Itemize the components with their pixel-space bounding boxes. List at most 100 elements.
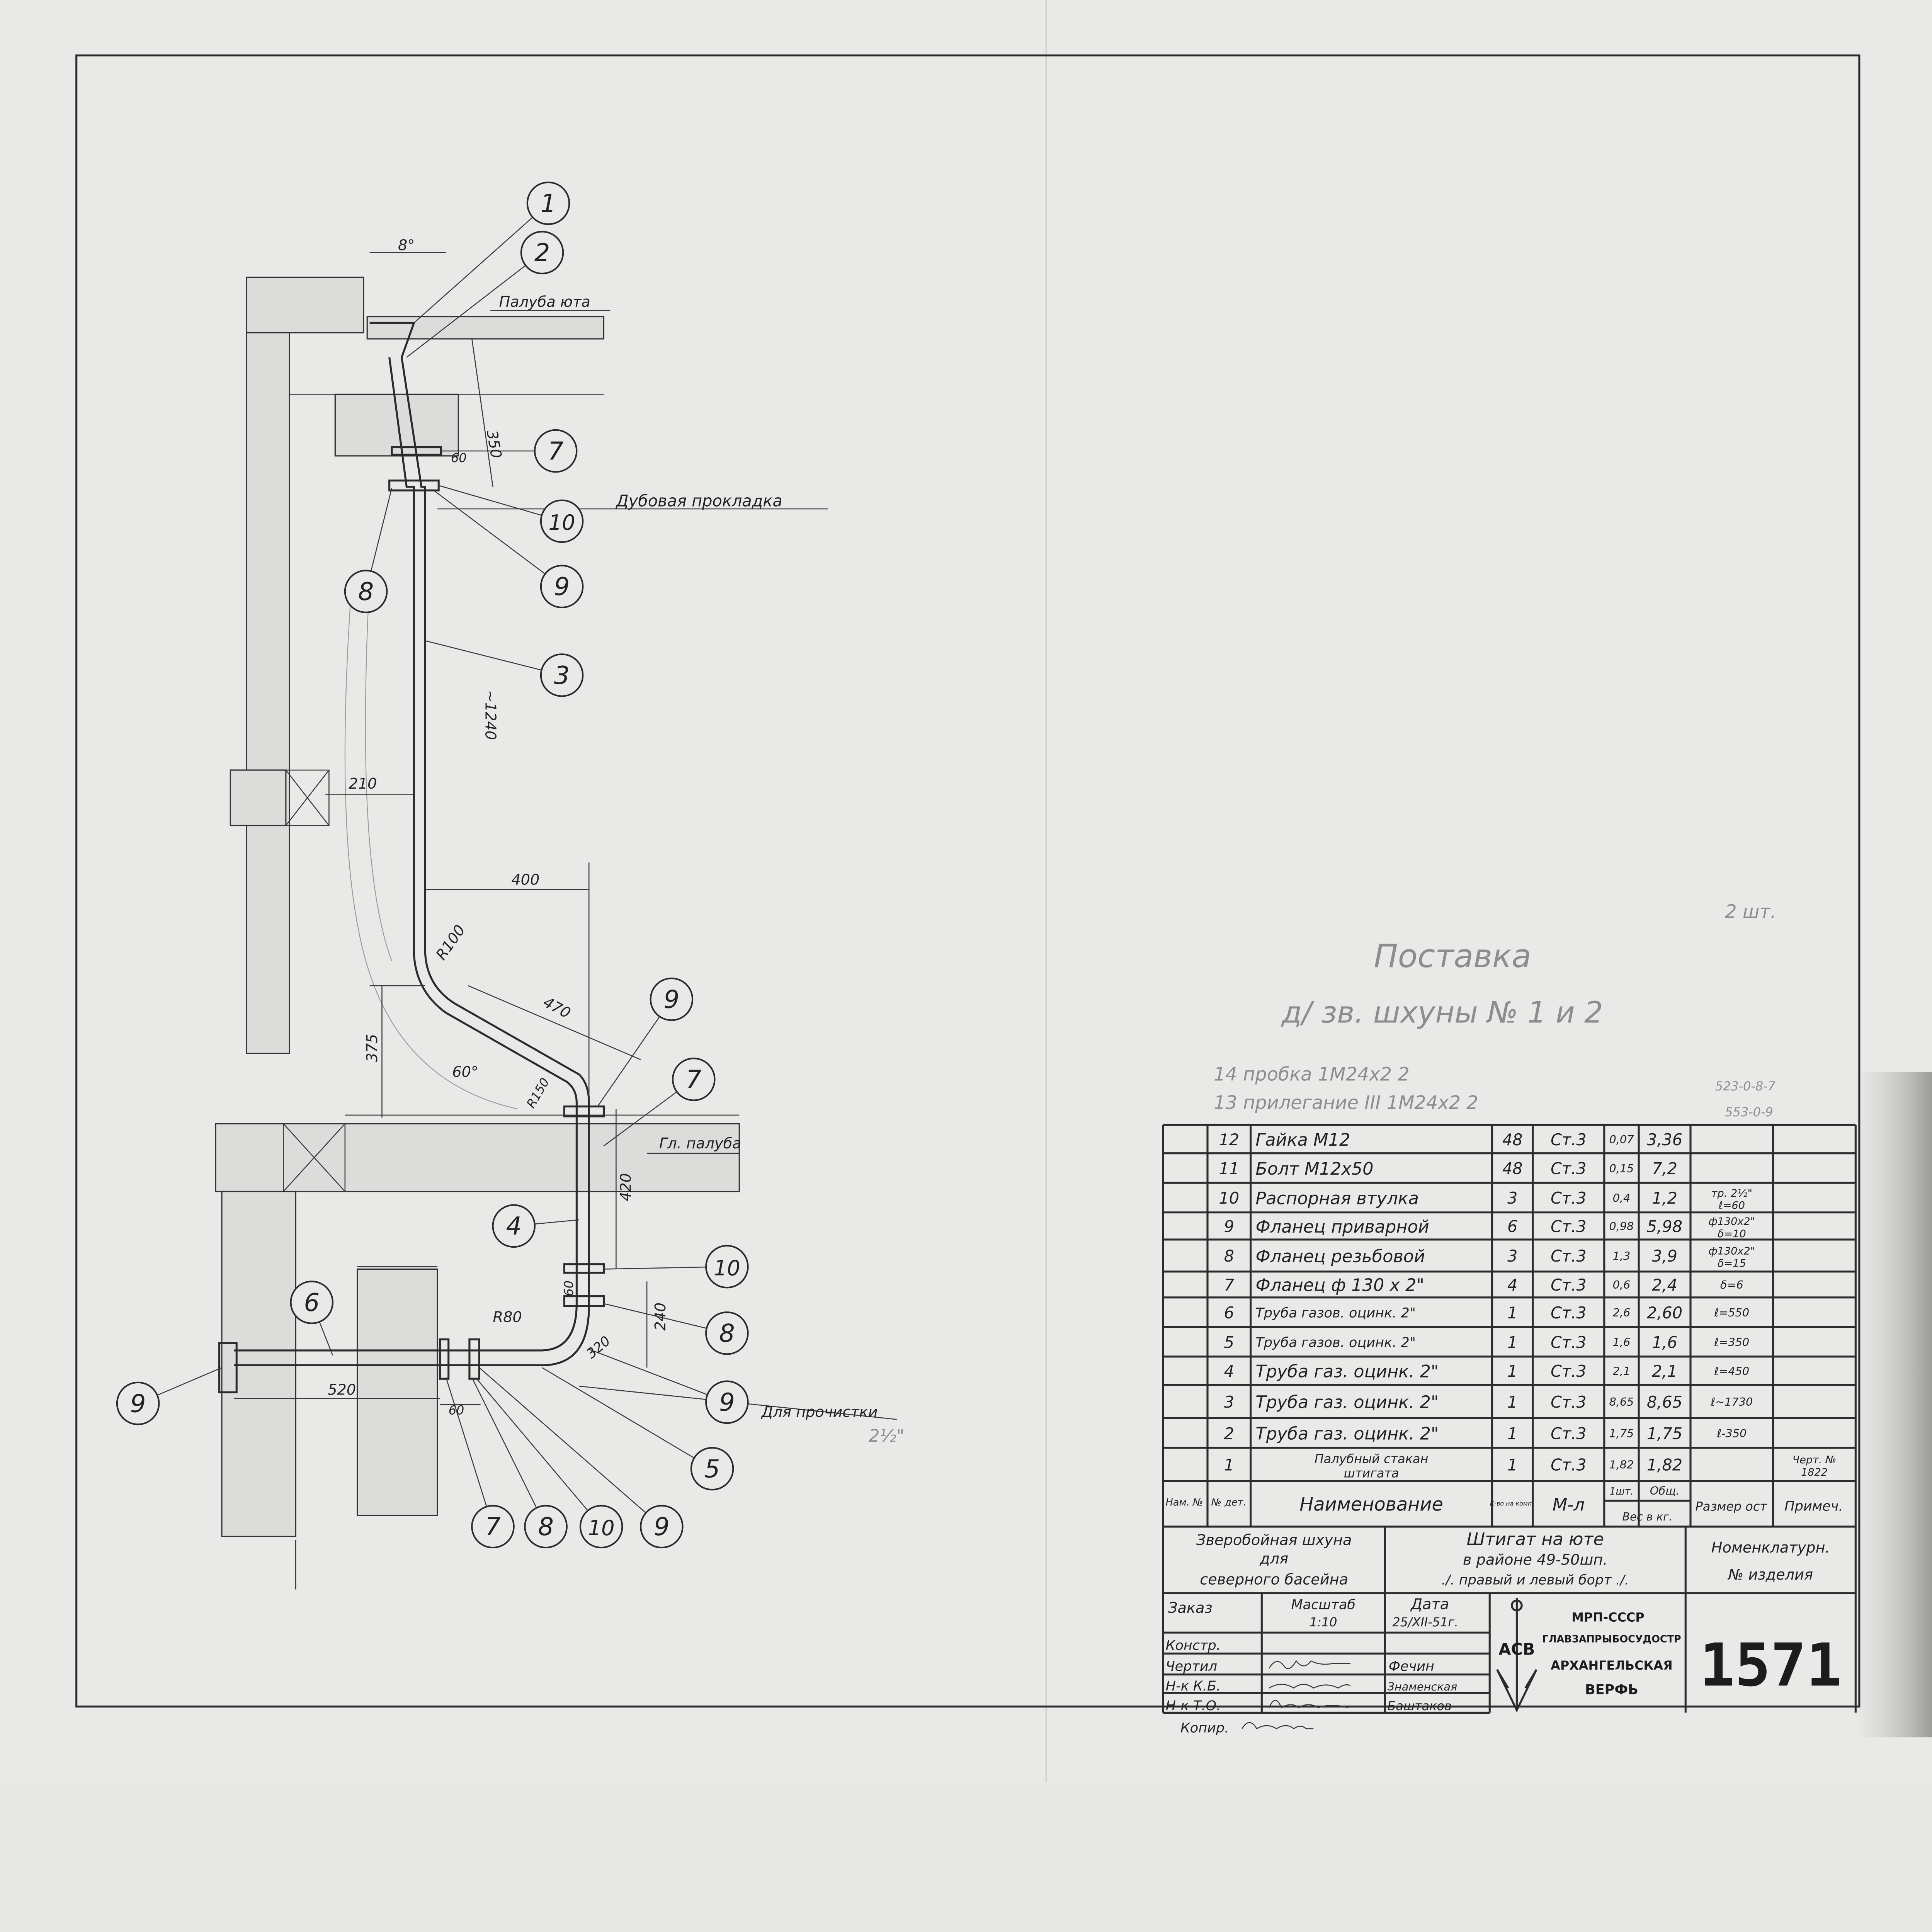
cell-qty: 1	[1507, 1304, 1517, 1322]
cell-w-unit: 0,6	[1613, 1278, 1631, 1291]
drawing-number: 1571	[1699, 1631, 1842, 1700]
cell-w-unit: 1,3	[1613, 1249, 1631, 1262]
callout-circle	[640, 1505, 684, 1549]
order-label: Заказ	[1168, 1599, 1213, 1617]
parts-table-header: Нам. № № дет. Наименование К-во на комп.…	[1166, 1484, 1843, 1523]
cell-note: Черт. №	[1793, 1454, 1837, 1466]
callout-leader	[471, 1377, 537, 1508]
cell-w-total: 3,9	[1652, 1247, 1677, 1265]
callout-9: 9	[597, 977, 694, 1107]
cell-w-unit: 0,15	[1609, 1162, 1634, 1175]
callout-7: 7	[446, 1377, 515, 1549]
callout-number: 7	[686, 1066, 702, 1094]
scupper-pipe	[218, 321, 605, 1393]
cell-w-total: 7,2	[1652, 1160, 1677, 1178]
signatures	[1242, 1660, 1351, 1730]
cell-material: Ст.3	[1551, 1333, 1587, 1352]
cell-size: ф130х2"	[1709, 1216, 1755, 1228]
callout-1: 1	[413, 181, 570, 323]
callout-leader	[406, 265, 526, 358]
callout-leader	[413, 217, 533, 323]
cell-pos: 1	[1224, 1456, 1234, 1475]
cell-material: Ст.3	[1551, 1131, 1587, 1149]
cell-w-total: 2,1	[1652, 1362, 1677, 1381]
callout-9: 9	[433, 490, 584, 609]
callout-10: 10	[438, 485, 584, 543]
callout-leader	[319, 1321, 333, 1356]
callout-number: 9	[664, 985, 680, 1014]
callout-leader	[534, 1219, 579, 1225]
cell-name: Палубный стакан	[1315, 1452, 1429, 1466]
note-pipe-size: 2½"	[869, 1426, 904, 1446]
cell-material: Ст.3	[1551, 1247, 1587, 1265]
cell-material: Ст.3	[1551, 1218, 1587, 1236]
cell-material: Ст.3	[1551, 1424, 1587, 1443]
cell-pos: 11	[1219, 1160, 1239, 1178]
cell-name: штигата	[1344, 1466, 1399, 1480]
cell-qty: 3	[1507, 1189, 1517, 1208]
cell-size: δ=10	[1718, 1228, 1746, 1240]
callout-2: 2	[406, 231, 564, 358]
callout-circle	[471, 1505, 515, 1549]
cell-pos: 4	[1224, 1362, 1234, 1381]
cell-pos: 10	[1219, 1189, 1239, 1208]
callout-8: 8	[344, 488, 393, 613]
cell-name: Фланец приварной	[1255, 1217, 1429, 1237]
cell-qty: 1	[1507, 1456, 1517, 1475]
label-for-cleaning: Для прочистки	[761, 1403, 878, 1421]
cell-w-unit: 0,07	[1609, 1133, 1634, 1146]
dim-60-mid: 60	[561, 1281, 576, 1296]
callout-6: 6	[290, 1281, 334, 1356]
callout-leader	[157, 1367, 222, 1396]
cell-w-total: 8,65	[1647, 1393, 1682, 1412]
cell-qty: 48	[1502, 1160, 1523, 1178]
callout-7: 7	[441, 429, 578, 473]
cell-material: Ст.3	[1551, 1304, 1587, 1322]
cell-size: ℓ~1730	[1710, 1395, 1753, 1408]
callout-circle	[579, 1505, 623, 1549]
title-block: Зверобойная шхуна для северного басейна …	[1162, 1526, 1857, 1736]
header-material: М-л	[1553, 1495, 1585, 1515]
callout-circle	[705, 1311, 749, 1355]
callout-8: 8	[604, 1303, 749, 1355]
cell-qty: 1	[1507, 1333, 1517, 1352]
callout-number: 10	[549, 510, 575, 535]
cell-name: Фланец ф 130 х 2"	[1255, 1275, 1424, 1295]
cell-name: Труба газ. оцинк. 2"	[1255, 1424, 1439, 1444]
header-weight: Вес в кг.	[1622, 1510, 1673, 1523]
cell-w-total: 1,82	[1647, 1456, 1682, 1475]
callout-circle	[534, 429, 578, 473]
callout-9: 9	[588, 1349, 749, 1424]
callout-circle	[492, 1204, 536, 1248]
callout-7: 7	[603, 1058, 716, 1146]
callout-leader	[604, 1303, 707, 1329]
callout-circle	[520, 231, 564, 274]
callout-number: 4	[506, 1212, 522, 1241]
cell-size: ф130х2"	[1709, 1245, 1755, 1257]
org-line-3: АРХАНГЕЛЬСКАЯ	[1551, 1658, 1672, 1673]
callout-circle	[290, 1281, 334, 1324]
callout-leader	[475, 1377, 588, 1511]
callout-circle	[705, 1380, 749, 1424]
callout-circle	[540, 499, 584, 543]
callout-5: 5	[542, 1367, 734, 1491]
cell-w-unit: 2,6	[1613, 1306, 1631, 1319]
callout-number: 7	[548, 437, 564, 466]
vessel-line-1: Зверобойная шхуна	[1196, 1532, 1352, 1549]
callout-leader	[597, 1016, 660, 1107]
drawing-title-line-2: в районе 49-50шп.	[1463, 1551, 1608, 1569]
callout-number: 8	[719, 1320, 735, 1348]
note-item14: 14 пробка 1М24х2 2	[1214, 1064, 1410, 1085]
org-line-2: ГЛАВЗАПРЫБОСУДОСТР	[1542, 1634, 1681, 1645]
callout-number: 9	[654, 1513, 670, 1541]
dim-420: 420	[617, 1173, 635, 1201]
note-ref1: 523-0-8-7	[1715, 1079, 1776, 1094]
cell-size: ℓ=450	[1714, 1364, 1749, 1378]
callout-number: 9	[554, 573, 570, 601]
callout-number: 5	[704, 1455, 720, 1483]
header-w-unit: 1шт.	[1609, 1486, 1634, 1497]
pencil-notes: 2 шт. Поставка д/ зв. шхуны № 1 и 2 14 п…	[869, 901, 1776, 1446]
